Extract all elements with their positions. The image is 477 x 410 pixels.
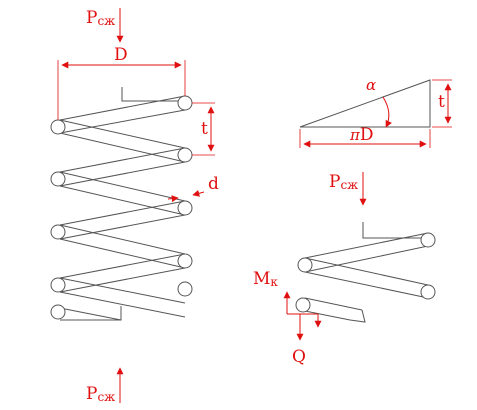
helix-triangle	[299, 79, 431, 128]
force-top-label: Pсж	[86, 8, 115, 28]
angle-arc	[382, 96, 392, 128]
unroll-pitch-label: t	[438, 92, 445, 112]
internal-forces: Mк Q	[253, 269, 322, 367]
unroll-length-label: πD	[349, 125, 374, 145]
force-right-arrow: Pсж	[329, 172, 367, 206]
moment-label: Mк	[253, 269, 278, 289]
diameter-dimension: D	[57, 45, 186, 120]
angle-label: α	[366, 76, 376, 94]
force-bottom-arrow: Pсж	[86, 367, 124, 404]
full-spring	[50, 87, 193, 321]
force-bottom-label: Pсж	[86, 384, 115, 404]
wire-sections-right	[177, 95, 193, 297]
cut-edge	[349, 309, 366, 323]
pitch-label: t	[201, 119, 208, 139]
shear-label: Q	[292, 347, 306, 367]
unrolled-helix: α t πD	[299, 76, 452, 148]
cut-wire-section	[295, 297, 311, 313]
wire-label: d	[208, 174, 219, 194]
force-right-label: Pсж	[329, 172, 358, 192]
spring-coils-back	[59, 119, 186, 318]
wire-sections-left	[50, 119, 66, 320]
spring-coils-front	[59, 95, 186, 293]
wire-dimension: d	[167, 174, 219, 203]
force-top-arrow: Pсж	[86, 8, 124, 43]
spring-top-end	[121, 87, 183, 102]
pitch-dimension: t	[192, 102, 215, 156]
diameter-label: D	[114, 45, 128, 65]
cut-spring	[295, 222, 436, 323]
